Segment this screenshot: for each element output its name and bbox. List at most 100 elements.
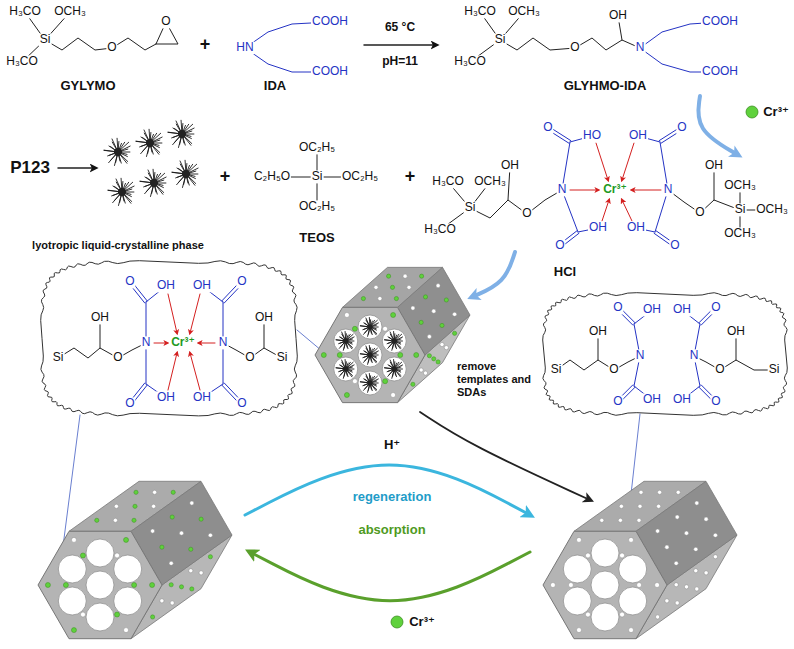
micelle-chain xyxy=(336,367,343,369)
coordination-arrow xyxy=(168,294,177,333)
coordination-arrow xyxy=(602,200,609,221)
mesopore xyxy=(358,343,382,367)
pore-dot xyxy=(629,628,634,633)
pore-dot xyxy=(694,569,698,573)
micelle-chain xyxy=(396,371,401,377)
micelle-chain xyxy=(389,343,393,347)
micelle-core xyxy=(178,130,186,138)
micelle-chain xyxy=(348,337,354,340)
micelle xyxy=(384,359,403,379)
micelle-chain xyxy=(360,381,367,383)
atom-label: H₃CO xyxy=(423,223,457,236)
micelle-chain xyxy=(176,177,183,185)
micelle-chain xyxy=(372,385,377,391)
micelle-chain xyxy=(360,325,367,327)
micelle-chain xyxy=(117,138,119,148)
micelle-chain xyxy=(348,365,354,368)
chromium-dot xyxy=(352,326,357,331)
atom-label: H₃CO xyxy=(8,5,42,18)
pore-dot xyxy=(637,518,641,522)
micelle-chain xyxy=(153,137,162,141)
chromium-dot xyxy=(179,585,183,589)
micelle-chain xyxy=(190,171,197,173)
atom-label: OH xyxy=(726,325,746,338)
pore-dot xyxy=(684,531,688,535)
atom-label: O xyxy=(124,275,135,288)
atom-label: OH xyxy=(704,159,724,172)
compound-name: TEOS xyxy=(298,231,335,245)
mesopore xyxy=(334,329,358,353)
atom-label: OH xyxy=(156,391,176,404)
chromium-dot xyxy=(321,353,326,358)
micelle-chain xyxy=(397,367,402,368)
pore-dot xyxy=(352,379,357,384)
atom-label: OH xyxy=(588,325,608,338)
plus-sign: + xyxy=(219,167,232,187)
micelle-chain xyxy=(123,196,124,202)
micelle-chain xyxy=(388,343,393,349)
chromium-dot xyxy=(160,545,164,549)
pore-dot xyxy=(80,612,85,617)
bubble-outline xyxy=(540,290,790,418)
micelle-chain xyxy=(347,343,352,349)
micelle-chain xyxy=(365,329,369,333)
chromium-dot xyxy=(387,274,391,278)
micelle-chain xyxy=(372,357,377,363)
micelle-chain xyxy=(121,146,130,150)
atom-label: OH xyxy=(642,303,662,316)
pore-dot xyxy=(638,504,642,508)
atom-label: OH xyxy=(588,221,608,234)
micelle-chain xyxy=(146,186,151,192)
micelle-chain xyxy=(366,374,369,381)
micelle-chain xyxy=(341,332,344,339)
coordination-arrow xyxy=(168,353,177,390)
micelle-chain xyxy=(366,346,369,353)
pore-dot xyxy=(694,547,698,551)
chromium-ion-dot xyxy=(746,106,758,118)
chromium-dot xyxy=(132,518,136,522)
micelle-chain xyxy=(183,138,184,144)
micelle-chain xyxy=(339,371,344,377)
micelle-chain xyxy=(394,372,396,376)
atom-label: Si xyxy=(550,363,563,376)
micelle-chain xyxy=(372,323,378,326)
pore-dot xyxy=(423,371,427,375)
micelle-core xyxy=(343,366,349,372)
micelle-chain xyxy=(340,365,343,367)
micelle xyxy=(384,331,403,351)
micelle-chain xyxy=(150,187,153,197)
micelle-chain xyxy=(158,183,167,184)
micelle-chain xyxy=(144,186,151,194)
micelle-chain xyxy=(118,196,121,206)
micelle-chain xyxy=(122,152,131,153)
micelle-core xyxy=(343,338,349,344)
micelle-chain xyxy=(154,143,163,144)
micelle-chain xyxy=(144,130,149,140)
pore-dot xyxy=(576,537,581,542)
micelle-chain xyxy=(363,351,367,354)
micelle-chain xyxy=(122,149,129,151)
micelle-chain xyxy=(336,367,343,369)
plus-sign: + xyxy=(199,35,212,55)
micelle-chain xyxy=(395,344,397,350)
micelle-chain xyxy=(140,181,151,182)
process-arrow xyxy=(420,412,590,500)
micelle-chain xyxy=(151,147,152,153)
chromium-dot xyxy=(150,583,155,588)
chromium-dot xyxy=(411,382,415,386)
atom-label: N xyxy=(557,183,568,196)
pore-dot xyxy=(658,490,662,494)
atom-label: COOH xyxy=(311,65,349,78)
pore-dot xyxy=(704,517,708,521)
micelle-chain xyxy=(108,155,115,163)
micelle-chain xyxy=(388,337,392,340)
micelle-chain xyxy=(387,342,392,344)
micelle-chain xyxy=(371,358,373,364)
micelle-chain xyxy=(393,331,394,338)
chromium-dot xyxy=(391,312,396,317)
micelle-chain xyxy=(362,328,367,330)
atom-label: O xyxy=(710,395,721,408)
micelle-chain xyxy=(172,137,179,145)
pore-dot xyxy=(713,555,717,559)
micelle-chain xyxy=(176,121,181,131)
